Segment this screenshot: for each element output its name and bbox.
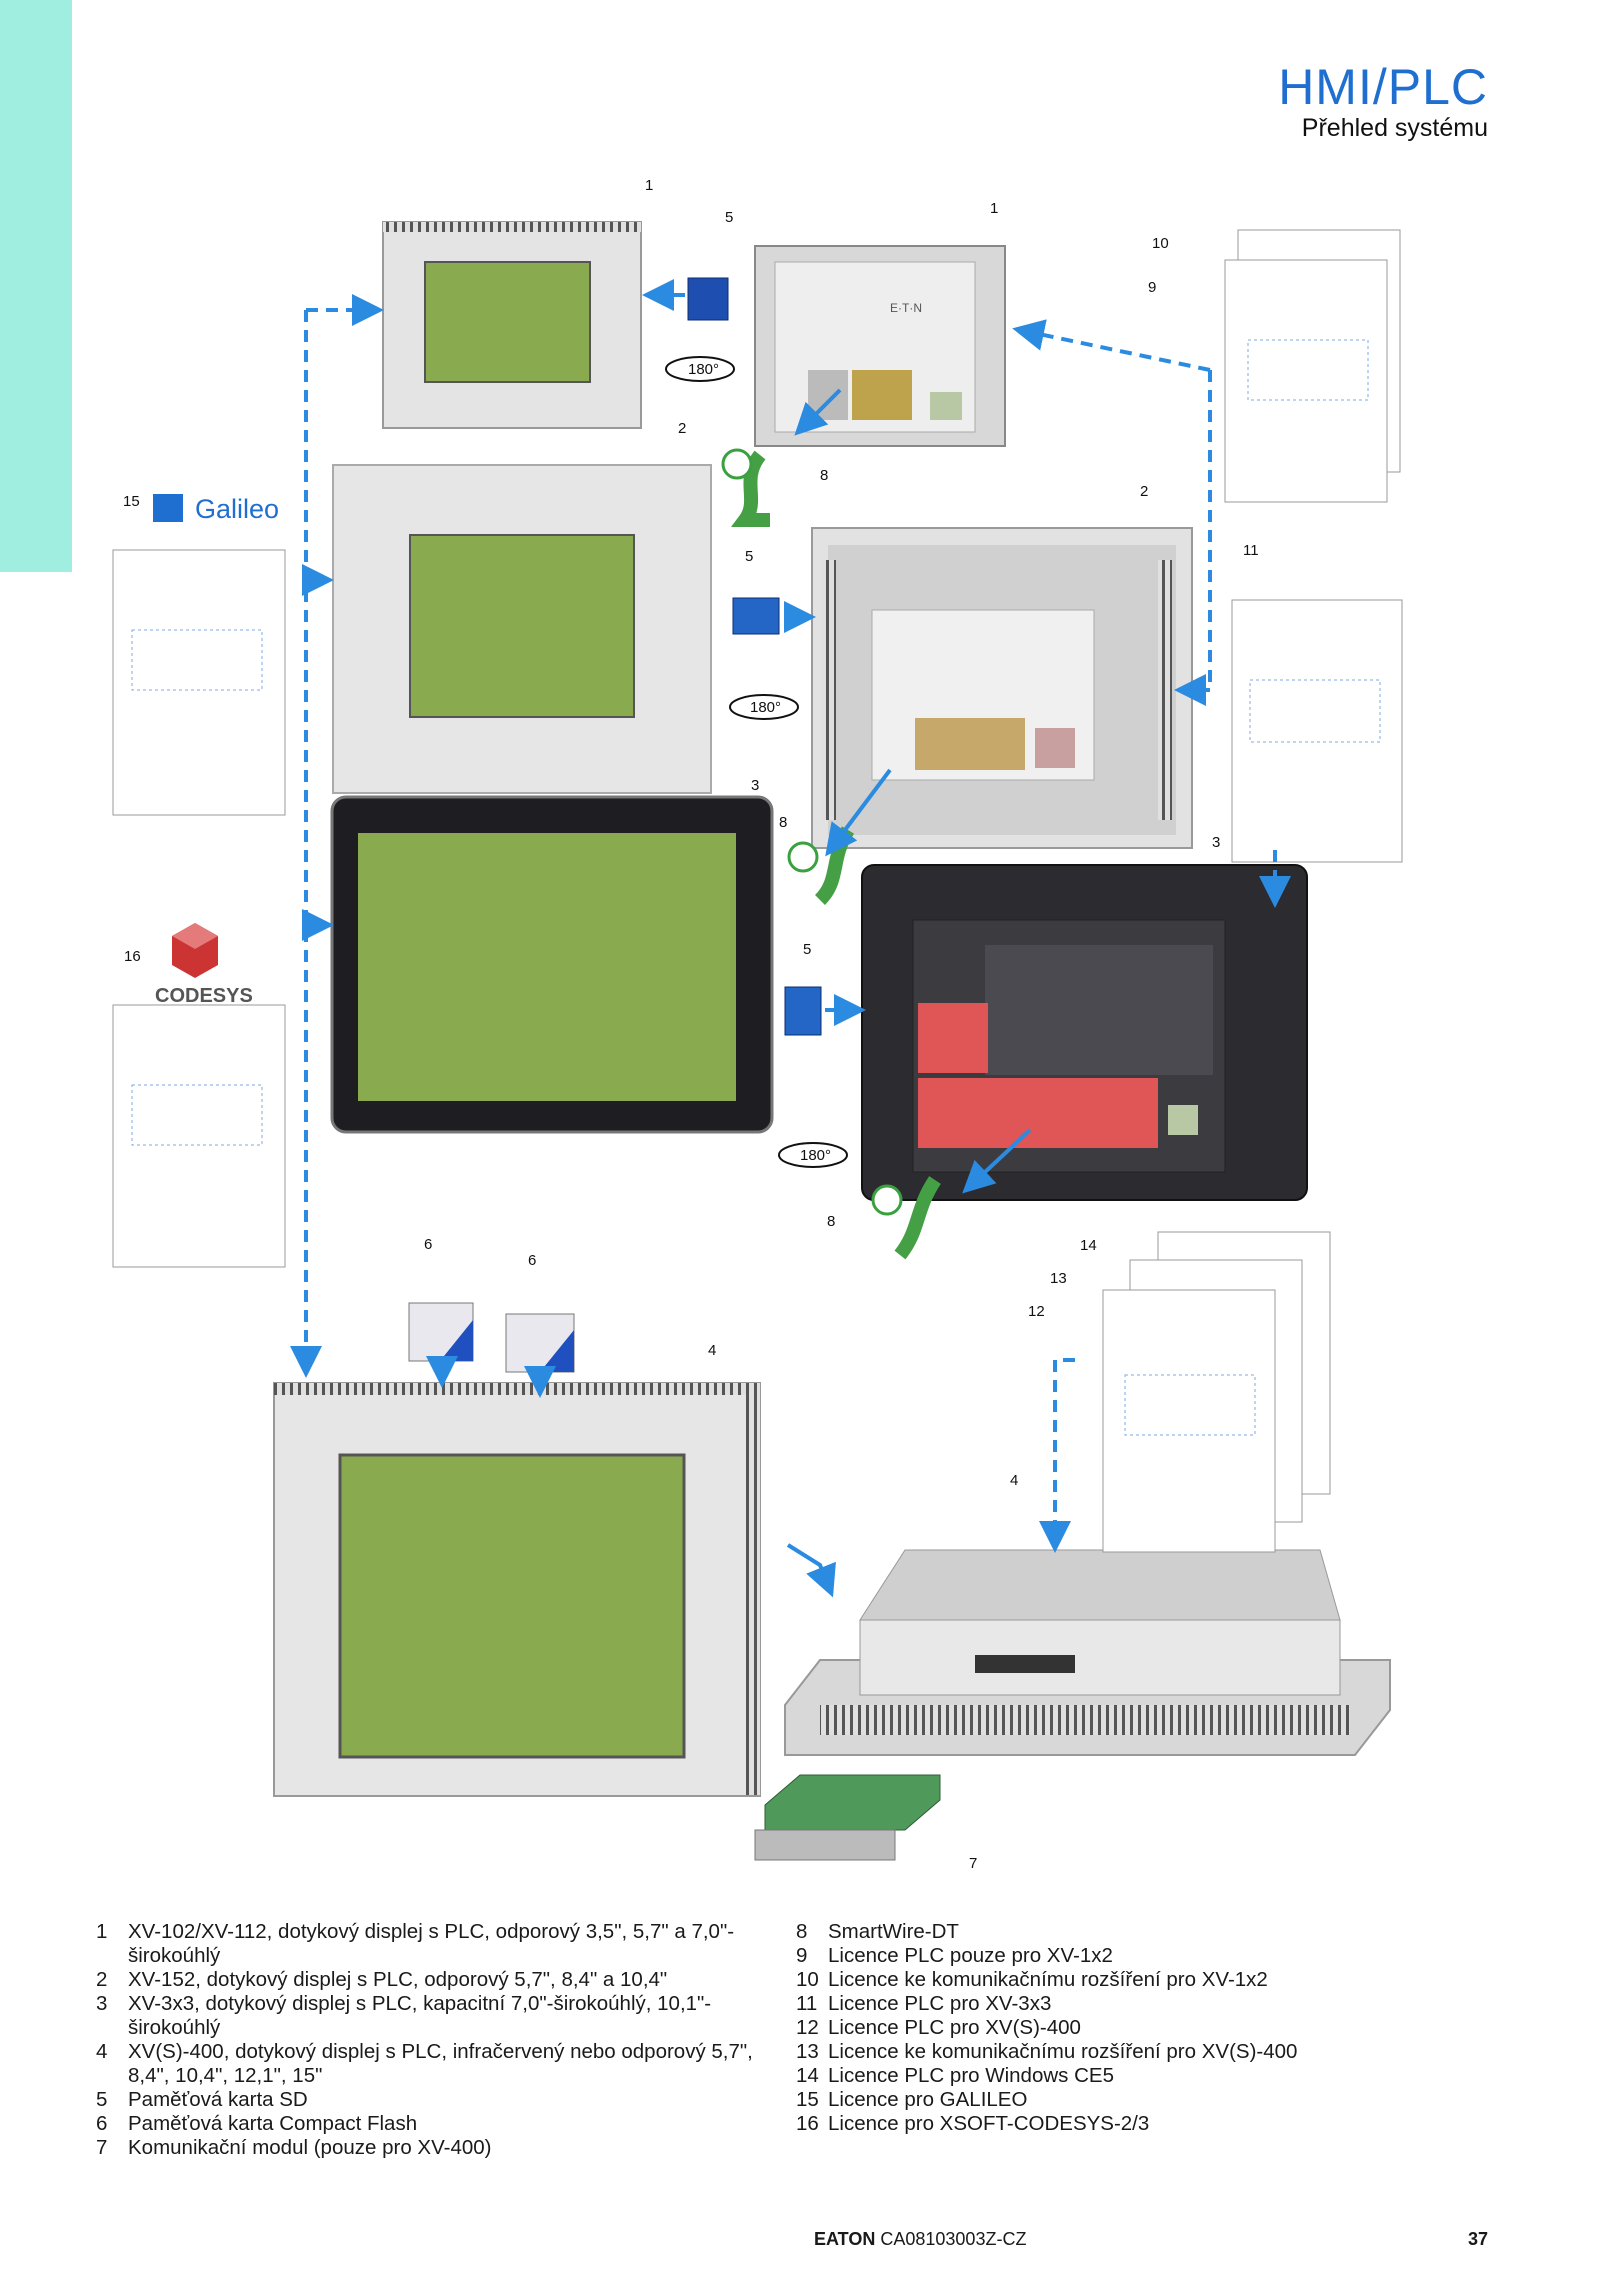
callout-3: 3: [751, 777, 760, 794]
callout-1b: 1: [990, 200, 999, 217]
sd-card-3: [784, 986, 822, 1036]
device-xvs400-front: [273, 1382, 761, 1797]
page-number: 37: [1467, 2229, 1488, 2249]
side-tab-label: Automatizace: [786, 2124, 813, 2293]
rotation-label-3: 180°: [800, 1147, 832, 1164]
codesys-logo: CODESYS: [155, 923, 253, 1007]
sd-card-1: [687, 277, 729, 321]
smartwire-cable-3: [894, 1176, 941, 1260]
device-xv152-front: [332, 464, 712, 794]
callout-8b: 8: [779, 814, 788, 831]
sd-card-2: [732, 597, 780, 635]
callout-1: 1: [645, 177, 654, 194]
callout-7: 7: [969, 1855, 978, 1872]
callout-2b: 2: [1140, 483, 1149, 500]
device-xv3x3-front: [330, 795, 774, 1134]
callout-11: 11: [1243, 542, 1259, 559]
callout-9: 9: [1148, 279, 1157, 296]
rotation-label-2: 180°: [750, 699, 782, 716]
comm-module: [754, 1774, 941, 1861]
callout-12: 12: [1028, 1303, 1045, 1320]
galileo-logo-text: Galileo: [195, 494, 279, 524]
callout-8c: 8: [827, 1213, 836, 1230]
rotation-label-1: 180°: [688, 361, 720, 378]
codesys-logo-text: CODESYS: [155, 985, 253, 1007]
callout-16: 16: [124, 948, 141, 965]
section-side-tab: Automatizace: [0, 0, 813, 2293]
callout-5c: 5: [803, 941, 812, 958]
callout-2: 2: [678, 420, 687, 437]
smartwire-cable-1: [731, 450, 770, 527]
callout-15: 15: [123, 493, 140, 510]
smartwire-d-icons: [721, 448, 903, 1216]
footer-doc-code: CA08103003Z-CZ: [880, 2229, 1027, 2249]
page-title: HMI/PLC: [1278, 59, 1488, 115]
device-xv3x3-back: [861, 864, 1308, 1201]
galileo-logo: Galileo: [153, 494, 279, 524]
callout-8: 8: [820, 467, 829, 484]
device-xv102-back: E·T·N: [754, 245, 1006, 447]
device-xv152-back: [811, 527, 1193, 849]
callout-6: 6: [424, 1236, 433, 1253]
footer-brand: EATON: [814, 2229, 876, 2249]
rotation-badges: [665, 356, 848, 1168]
device-xvs400-back: [784, 1549, 1391, 1756]
licence-certificates: [112, 229, 1403, 1553]
callout-13: 13: [1050, 1270, 1067, 1287]
callout-5: 5: [725, 209, 734, 226]
callout-4: 4: [708, 1342, 717, 1359]
callout-10: 10: [1152, 235, 1169, 252]
callout-6b: 6: [528, 1252, 537, 1269]
callout-3b: 3: [1212, 834, 1221, 851]
footer-doc: EATON CA08103003Z-CZ: [814, 2229, 1026, 2250]
page-subtitle: Přehled systému: [1301, 114, 1488, 142]
callout-5b: 5: [745, 548, 754, 565]
callout-14: 14: [1080, 1237, 1097, 1254]
device-xv102-front: [382, 221, 642, 429]
callout-4b: 4: [1010, 1472, 1019, 1489]
system-overview-diagram: E·T·N: [112, 221, 1403, 1861]
eaton-badge: E·T·N: [890, 301, 922, 315]
